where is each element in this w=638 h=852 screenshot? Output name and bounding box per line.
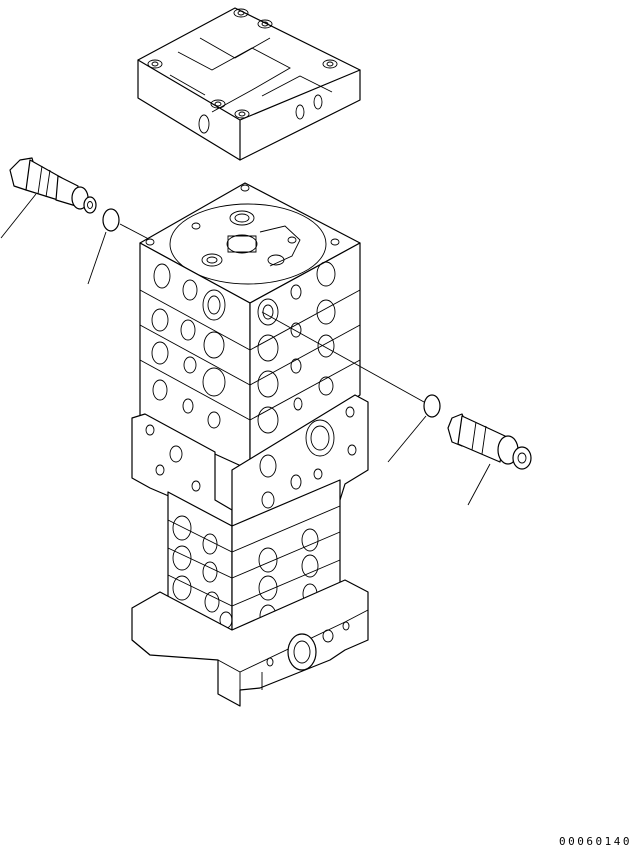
figure-number: 00060140	[559, 835, 632, 848]
relief-valve-left	[1, 158, 96, 238]
o-ring-left	[88, 209, 162, 284]
valve-cover-block	[138, 8, 360, 160]
valve-base	[132, 580, 368, 706]
relief-valve-right	[448, 414, 531, 505]
control-valve-stack	[132, 183, 368, 640]
o-ring-right	[262, 312, 440, 462]
